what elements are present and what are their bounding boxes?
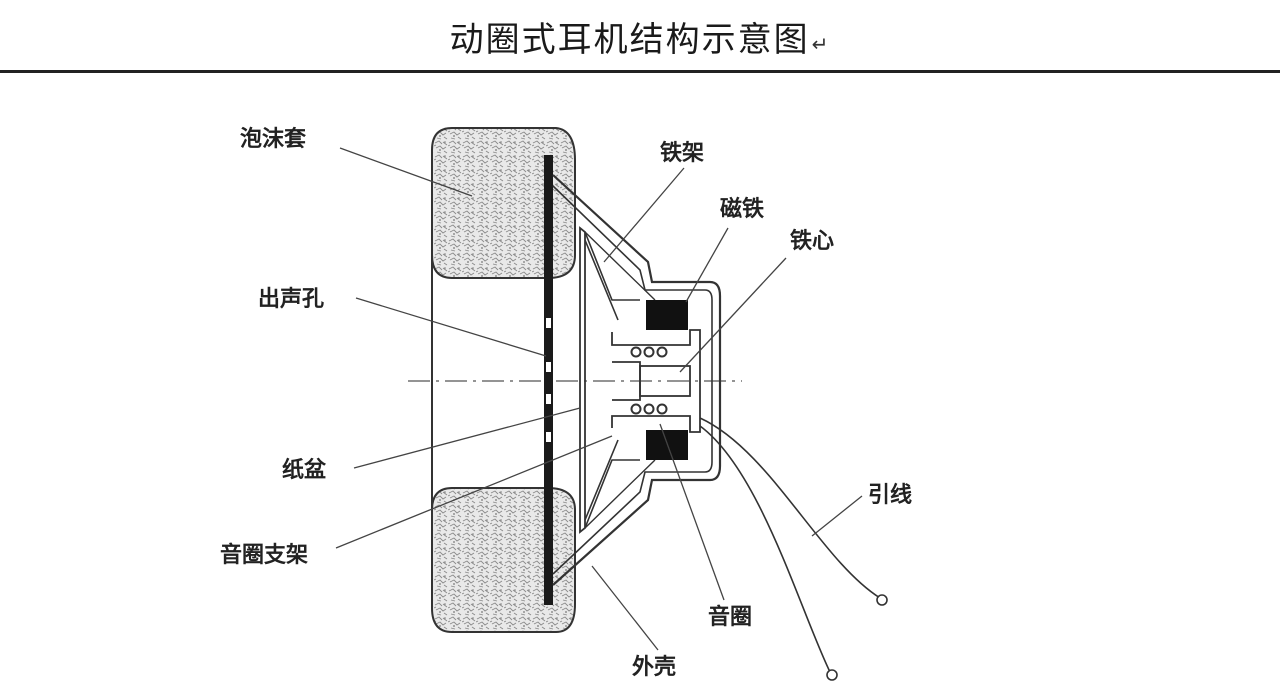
diagram-title: 动圈式耳机结构示意图↵ [0,12,1280,61]
label-foam-cover: 泡沫套 [240,126,306,152]
title-divider [0,70,1280,73]
cone-lower [584,439,640,529]
title-text: 动圈式耳机结构示意图 [449,20,810,60]
lead-wire-1 [699,417,881,599]
lead-wire-end-2 [826,669,838,681]
cone-upper [584,231,640,321]
paper-cone [579,226,586,534]
foam-cover-bottom [431,487,576,633]
coil-holder-frame [584,231,656,529]
foam-cover-top [431,127,576,279]
voice-coil-top [630,346,668,358]
label-coil-holder: 音圈支架 [220,542,308,568]
housing-shell [552,174,722,586]
label-housing: 外壳 [632,654,676,680]
voice-coil-bottom [630,403,668,415]
label-voice-coil: 音圈 [708,604,752,630]
label-sound-hole: 出声孔 [258,286,324,312]
label-iron-frame: 铁架 [660,140,704,166]
magnet-top [646,300,688,330]
title-bar: 动圈式耳机结构示意图↵ [0,0,1280,73]
label-lead-wire: 引线 [868,482,912,508]
housing-inner [552,185,713,575]
lead-wire-end-1 [876,594,888,606]
sound-holes [546,318,551,442]
leader-lines [335,147,863,651]
front-plate [544,155,553,605]
return-mark: ↵ [811,32,831,56]
label-magnet: 磁铁 [720,196,764,222]
lead-wire-2 [699,425,831,673]
label-paper-cone: 纸盆 [282,457,327,483]
label-iron-core: 铁心 [790,228,834,254]
iron-core-center [639,365,691,397]
